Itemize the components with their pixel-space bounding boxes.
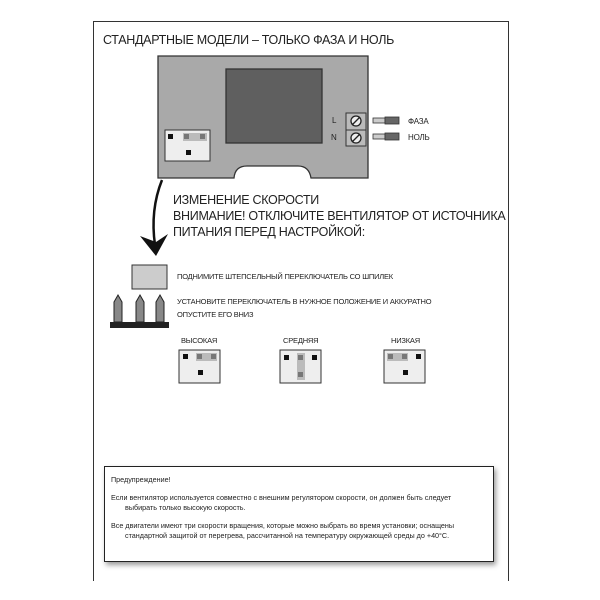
plug-and-pins: [110, 264, 169, 328]
wires: [372, 116, 400, 141]
terminal-n-label: N: [331, 133, 337, 142]
terminal-block: [345, 112, 367, 147]
jumper-high: [178, 349, 221, 384]
step-1: ПОДНИМИТЕ ШТЕПСЕЛЬНЫЙ ПЕРЕКЛЮЧАТЕЛЬ СО Ш…: [177, 272, 393, 281]
controller-display: [225, 68, 323, 144]
jumper-on-device: [164, 129, 211, 162]
warning-paragraph-1: Если вентилятор используется совместно с…: [111, 493, 487, 513]
warning-box: Предупреждение! Если вентилятор использу…: [104, 466, 494, 562]
warning-text: Если вентилятор используется совместно с…: [111, 493, 452, 502]
arrow-icon: [152, 179, 164, 246]
warning-title: Предупреждение!: [111, 475, 171, 484]
page-frame: [93, 21, 509, 581]
page-title: СТАНДАРТНЫЕ МОДЕЛИ – ТОЛЬКО ФАЗА И НОЛЬ: [103, 33, 395, 47]
warning-text: Все двигатели имеют три скорости вращени…: [111, 521, 455, 530]
speed-high-label: ВЫСОКАЯ: [181, 336, 218, 345]
step-2-line-1: УСТАНОВИТЕ ПЕРЕКЛЮЧАТЕЛЬ В НУЖНОЕ ПОЛОЖЕ…: [177, 297, 432, 306]
speed-medium-label: СРЕДНЯЯ: [283, 336, 319, 345]
warning-paragraph-2: Все двигатели имеют три скорости вращени…: [111, 521, 487, 541]
warning-text: стандартной защитой от перегрева, рассчи…: [125, 531, 450, 540]
speed-low-label: НИЗКАЯ: [391, 336, 420, 345]
warning-line: ВНИМАНИЕ! ОТКЛЮЧИТЕ ВЕНТИЛЯТОР ОТ ИСТОЧН…: [173, 209, 506, 223]
warning-text: выбирать только высокую скорость.: [125, 503, 246, 512]
speed-change-heading: ИЗМЕНЕНИЕ СКОРОСТИ: [173, 193, 319, 207]
jumper-low: [383, 349, 426, 384]
wiring-diagram: [110, 55, 426, 384]
jumper-medium: [279, 349, 322, 384]
phase-label: ФАЗА: [408, 117, 429, 126]
terminal-l-label: L: [332, 116, 337, 125]
warning-line: ПИТАНИЯ ПЕРЕД НАСТРОЙКОЙ:: [173, 225, 365, 239]
neutral-label: НОЛЬ: [408, 133, 430, 142]
step-2-line-2: ОПУСТИТЕ ЕГО ВНИЗ: [177, 310, 254, 319]
